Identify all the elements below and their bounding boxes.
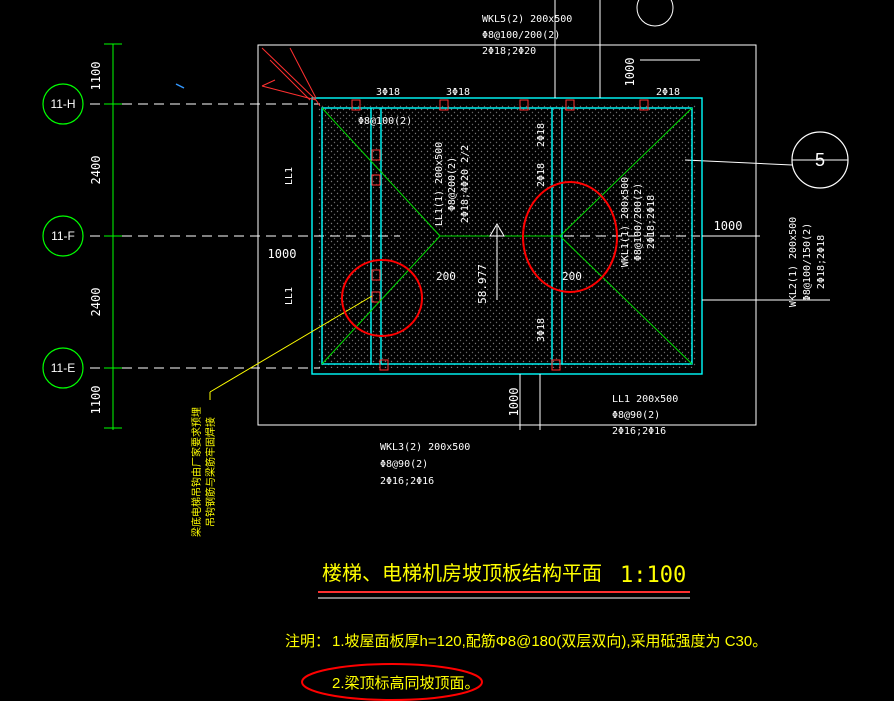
axis-label-11h: 11-H — [50, 97, 75, 111]
wkl2-line3: 2Φ18;2Φ18 — [816, 235, 827, 289]
wkl3-line1: WKL3(2) 200x500 — [380, 442, 470, 453]
dim-200-a: 200 — [436, 270, 456, 283]
markup-circle-note — [301, 663, 483, 701]
dim-1000-left: 1000 — [268, 247, 297, 261]
ll1-1-line2: Φ8@200(2) — [447, 157, 458, 211]
ll1b-line1: LL1 200x500 — [612, 394, 678, 405]
notes-line-2: 2.梁顶标高同坡顶面。 — [332, 675, 480, 692]
wkl2-line2: Φ8@100/150(2) — [802, 223, 813, 301]
axis-label-11e: 11-E — [51, 361, 75, 375]
top-rebar-c: 2Φ18 — [656, 87, 680, 98]
dim-2400-a: 2400 — [89, 156, 103, 185]
vertical-note-1: 梁底电梯吊钩由厂家要求预埋 — [190, 407, 203, 537]
roof-ridge-lines — [321, 107, 693, 365]
ll1-1-line1: LL1(1) 200x500 — [434, 142, 445, 226]
drawing-title: 楼梯、电梯机房坡顶板结构平面 — [322, 562, 602, 585]
drawing-scale: 1:100 — [620, 563, 686, 588]
bot-rebar-b: 2Φ18 — [536, 163, 547, 187]
bot-rebar-a: 3Φ18 — [536, 318, 547, 342]
ll1-left-b: LL1 — [284, 287, 295, 305]
mid-rebar: 2Φ18 — [536, 123, 547, 147]
top-circle — [636, 0, 674, 27]
markup-circle-left — [341, 259, 423, 337]
wkl1-line2: Φ8@100/200(2) — [633, 183, 644, 261]
dim-1000-top: 1000 — [623, 58, 637, 87]
notes-line-1: 1.坡屋面板厚h=120,配筋Φ8@180(双层双向),采用砥强度为 C30。 — [332, 632, 767, 650]
beam-outlines — [311, 97, 703, 375]
dim-1100-top: 1100 — [89, 62, 103, 91]
wkl1-line1: WKL1(1) 200x500 — [620, 177, 631, 267]
markup-circle-center — [522, 181, 618, 293]
ll1b-line2: Φ8@90(2) — [612, 410, 660, 421]
detail-leader — [684, 159, 793, 166]
outer-frame — [257, 44, 757, 426]
wkl3-line2: Φ8@90(2) — [380, 459, 428, 470]
dim-2400-b: 2400 — [89, 288, 103, 317]
wkl5-line2: Φ8@100/200(2) — [482, 30, 560, 41]
axis-11f-circle — [42, 215, 84, 257]
axis-11h-circle — [42, 83, 84, 125]
detail-number: 5 — [815, 150, 825, 170]
wkl3-line3: 2Φ16;2Φ16 — [380, 476, 434, 487]
wkl2-line1: WKL2(1) 200x500 — [788, 217, 799, 307]
axis-label-11f: 11-F — [51, 229, 75, 243]
rebar-ticks — [315, 99, 649, 371]
cursor-mark — [175, 83, 185, 89]
ll1-left-a: LL1 — [284, 167, 295, 185]
dim-1000-right: 1000 — [714, 219, 743, 233]
elevation-marker — [489, 223, 505, 300]
left-dim-line — [104, 43, 122, 430]
dim-200-b: 200 — [562, 270, 582, 283]
ll1-1-line3: 2Φ18;4Φ20 2/2 — [460, 145, 471, 223]
right-ticks — [519, 0, 830, 430]
top-rebar-a: 3Φ18 — [376, 87, 400, 98]
dim-1000-bot: 1000 — [507, 388, 521, 417]
wkl5-line3: 2Φ18;2Φ20 — [482, 46, 536, 57]
wkl5-line1: WKL5(2) 200x500 — [482, 14, 572, 25]
dim-1100-bot: 1100 — [89, 386, 103, 415]
top-rebar-b: 3Φ18 — [446, 87, 470, 98]
stirrup-top: Φ8@100(2) — [358, 116, 412, 127]
elevation-value: 58.977 — [476, 264, 489, 304]
wkl1-line3: 2Φ18;2Φ18 — [646, 195, 657, 249]
stair-marks — [261, 47, 317, 101]
vertical-note-2: 吊钩钢筋与梁筋牢固焊接 — [204, 417, 217, 527]
ll1b-line3: 2Φ16;2Φ16 — [612, 426, 666, 437]
axis-11e-circle — [42, 347, 84, 389]
notes-label: 注明： — [285, 633, 330, 650]
